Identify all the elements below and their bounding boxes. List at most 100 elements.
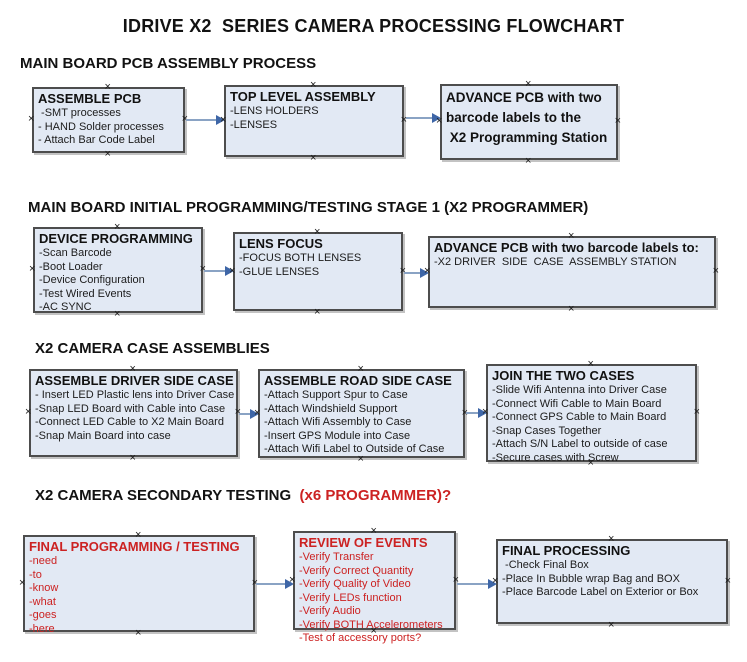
box-line: -Snap LED Board with Cable into Case <box>35 402 226 415</box>
connection-handle-icon <box>615 116 621 126</box>
connection-handle-icon <box>289 575 295 585</box>
connection-handle-icon <box>371 626 377 636</box>
flow-box-advance-pcb-programming-station[interactable]: ADVANCE PCB with two barcode labels to t… <box>440 84 618 160</box>
box-line: -Attach Windshield Support <box>264 402 398 415</box>
box-line: - HAND Solder processes <box>38 120 164 133</box>
connection-handle-icon <box>135 628 141 638</box>
section-header-text: MAIN BOARD PCB ASSEMBLY PROCESS <box>20 55 317 72</box>
box-heading: DEVICE PROGRAMMING <box>39 231 193 246</box>
connection-handle-icon <box>482 407 488 417</box>
box-line: -to <box>29 568 42 581</box>
connection-handle-icon <box>608 534 614 544</box>
flow-box-lens-focus[interactable]: LENS FOCUS -FOCUS BOTH LENSES -GLUE LENS… <box>233 232 403 311</box>
section-header-pcb-assembly: MAIN BOARD PCB ASSEMBLY PROCESS <box>20 55 316 72</box>
box-line: -Connect LED Cable to X2 Main Board <box>35 416 224 428</box>
arrow-shaft <box>204 270 227 272</box>
connection-handle-icon <box>424 266 430 276</box>
connection-handle-icon <box>229 266 235 276</box>
arrow-shaft <box>406 117 434 119</box>
box-heading: FINAL PROCESSING <box>502 543 631 558</box>
box-line: -Test Wired Events <box>39 287 132 300</box>
connection-handle-icon <box>725 576 731 586</box>
flow-box-assemble-pcb[interactable]: ASSEMBLE PCB -SMT processes - HAND Solde… <box>32 87 185 153</box>
box-line: -GLUE LENSES <box>239 265 320 278</box>
flow-box-top-level-assembly[interactable]: TOP LEVEL ASSEMBLY -LENS HOLDERS -LENSES <box>224 85 404 157</box>
box-line: -Attach Support Spur to Case <box>264 389 408 401</box>
box-heading: FINAL PROGRAMMING / TESTING <box>29 539 240 554</box>
connection-handle-icon <box>588 359 594 369</box>
box-line: -Verify Audio <box>299 605 361 617</box>
box-line: -Place In Bubble wrap Bag and BOX <box>502 572 680 585</box>
connection-handle-icon <box>713 266 719 276</box>
box-heading: LENS FOCUS <box>239 236 323 251</box>
box-heading: JOIN THE TWO CASES <box>492 368 635 383</box>
connection-handle-icon <box>525 156 531 166</box>
flow-box-final-processing[interactable]: FINAL PROCESSING -Check Final Box -Place… <box>496 539 728 624</box>
box-line: -Verify Transfer <box>299 551 374 563</box>
connection-handle-icon <box>568 304 574 314</box>
connection-handle-icon <box>314 227 320 237</box>
box-line: -Snap Main Board into case <box>35 429 171 442</box>
connection-handle-icon <box>19 578 25 588</box>
arrow-shaft <box>239 413 252 415</box>
connection-handle-icon <box>358 364 364 374</box>
connection-handle-icon <box>492 576 498 586</box>
box-line: -need <box>29 555 58 567</box>
box-line: -Connect Wifi Cable to Main Board <box>492 397 662 410</box>
box-line: -Scan Barcode <box>39 247 112 259</box>
flow-box-assemble-road-side-case[interactable]: ASSEMBLE ROAD SIDE CASE -Attach Support … <box>258 369 465 458</box>
flow-box-assemble-driver-side-case[interactable]: ASSEMBLE DRIVER SIDE CASE - Insert LED P… <box>29 369 238 457</box>
page-title: IDRIVE X2 SERIES CAMERA PROCESSING FLOWC… <box>122 16 625 36</box>
box-line: X2 Programming Station <box>446 130 608 145</box>
arrow-shaft <box>404 272 422 274</box>
box-line: -SMT processes <box>38 107 121 119</box>
connection-handle-icon <box>130 364 136 374</box>
connector-arrow[interactable] <box>186 115 225 125</box>
box-heading: ASSEMBLE DRIVER SIDE CASE <box>35 373 234 388</box>
section-header-initial-programming: MAIN BOARD INITIAL PROGRAMMING/TESTING S… <box>28 199 588 216</box>
box-heading: ADVANCE PCB with two barcode labels to: <box>434 240 699 255</box>
box-heading: TOP LEVEL ASSEMBLY <box>230 89 376 104</box>
connection-handle-icon <box>608 620 614 630</box>
box-line: -LENS HOLDERS <box>230 105 319 117</box>
box-line: -Attach Wifi Label to Outside of Case <box>264 443 445 455</box>
box-line: -Check Final Box <box>502 559 589 571</box>
box-line: -Verify BOTH Accelerometers <box>299 618 443 631</box>
box-line: -AC SYNC <box>39 301 92 313</box>
box-line: -Attach Wifi Assembly to Case <box>264 416 412 428</box>
box-heading: REVIEW OF EVENTS <box>299 535 428 550</box>
section-header-secondary-testing: X2 CAMERA SECONDARY TESTING (x6 PROGRAMM… <box>35 487 451 504</box>
connection-handle-icon <box>105 82 111 92</box>
connection-handle-icon <box>358 454 364 464</box>
connection-handle-icon <box>314 307 320 317</box>
flow-box-device-programming[interactable]: DEVICE PROGRAMMING -Scan Barcode -Boot L… <box>33 227 203 313</box>
connection-handle-icon <box>254 408 260 418</box>
connection-handle-icon <box>310 153 316 163</box>
connection-handle-icon <box>105 149 111 159</box>
connection-handle-icon <box>135 530 141 540</box>
box-line: -what <box>29 595 56 608</box>
flow-box-review-of-events[interactable]: REVIEW OF EVENTS -Verify Transfer -Verif… <box>293 531 456 644</box>
box-line: -Device Configuration <box>39 274 145 286</box>
flow-box-final-programming-testing[interactable]: FINAL PROGRAMMING / TESTING -need -to -k… <box>23 535 255 635</box>
arrow-shaft <box>457 583 490 585</box>
connection-handle-icon <box>436 116 442 126</box>
section-header-text: MAIN BOARD INITIAL PROGRAMMING/TESTING S… <box>28 199 589 216</box>
connection-handle-icon <box>694 407 700 417</box>
box-line: -Attach S/N Label to outside of case <box>492 438 668 450</box>
connector-arrow[interactable] <box>406 113 441 123</box>
flow-box-advance-pcb-driver-side[interactable]: ADVANCE PCB with two barcode labels to: … <box>428 236 716 308</box>
box-line: -Slide Wifi Antenna into Driver Case <box>492 384 667 396</box>
connection-handle-icon <box>114 309 120 319</box>
flow-box-join-the-two-cases[interactable]: JOIN THE TWO CASES -Slide Wifi Antenna i… <box>486 364 700 464</box>
connection-handle-icon <box>29 264 35 274</box>
connector-arrow[interactable] <box>256 579 294 589</box>
box-line: -goes <box>29 609 57 621</box>
box-line: -know <box>29 582 59 594</box>
box-line: -Verify LEDs function <box>299 591 402 604</box>
section-header-text: X2 CAMERA SECONDARY TESTING <box>35 487 296 504</box>
arrow-shaft <box>256 583 287 585</box>
connection-handle-icon <box>25 407 31 417</box>
connector-arrow[interactable] <box>457 579 497 589</box>
